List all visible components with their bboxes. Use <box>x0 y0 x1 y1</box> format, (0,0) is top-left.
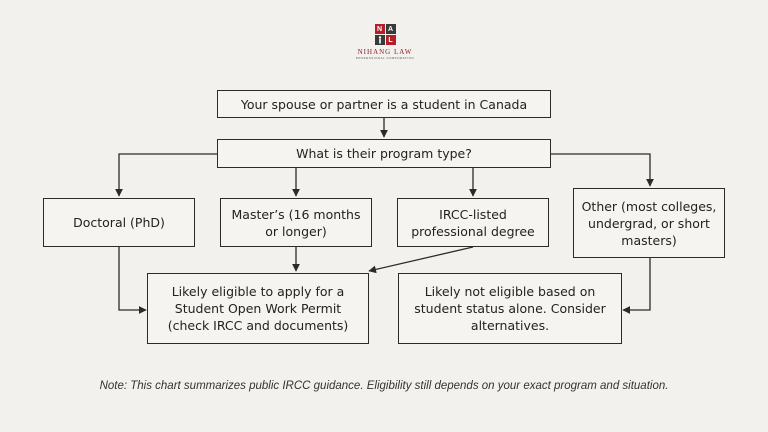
question-node: What is their program type? <box>217 139 551 168</box>
footnote: Note: This chart summarizes public IRCC … <box>99 380 669 392</box>
arrow-professional-to-eligible <box>368 246 474 274</box>
masters-node: Master’s (16 months or longer) <box>220 198 372 247</box>
logo-name: NIHANG LAW <box>357 48 413 56</box>
eligible-outcome-node: Likely eligible to apply for a Student O… <box>147 273 369 344</box>
start-node: Your spouse or partner is a student in C… <box>217 90 551 118</box>
logo-cell-n: N <box>374 24 385 34</box>
brand-logo: N A L NIHANG LAW PROFESSIONAL CORPORATIO… <box>353 24 417 60</box>
other-node: Other (most colleges, undergrad, or shor… <box>573 188 725 258</box>
professional-node: IRCC-listed professional degree <box>397 198 549 247</box>
logo-subtitle: PROFESSIONAL CORPORATION <box>355 56 415 60</box>
logo-cell-l: L <box>385 35 396 45</box>
logo-mark: N A L <box>374 24 396 45</box>
not-eligible-outcome-node: Likely not eligible based on student sta… <box>398 273 622 344</box>
logo-cell-a: A <box>385 24 396 34</box>
arrow-doctoral-to-eligible <box>118 247 147 314</box>
doctoral-node: Doctoral (PhD) <box>43 198 195 247</box>
logo-cell-figure-icon <box>374 35 385 45</box>
arrow-other-to-not-eligible <box>622 258 651 314</box>
arrow-question-to-doctoral <box>115 153 217 197</box>
arrow-question-to-other <box>551 153 654 187</box>
